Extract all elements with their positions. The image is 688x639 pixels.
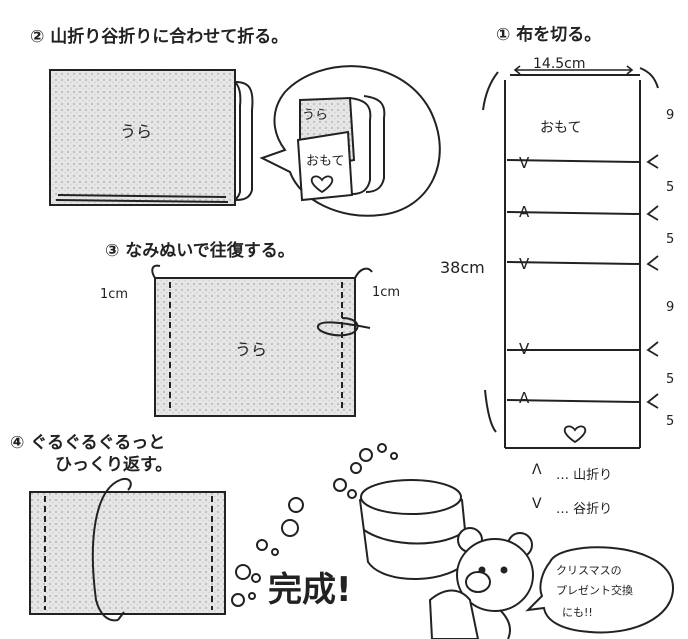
- bubble-line2: プレゼント交換: [556, 584, 633, 597]
- sewn-back-label: うら: [235, 340, 268, 359]
- segment-length: 5: [666, 232, 675, 247]
- fold-mark: A: [519, 203, 530, 221]
- heart-icon: [310, 175, 334, 194]
- legend-valley-symbol: V: [532, 496, 542, 512]
- zoom-circle: [259, 65, 441, 217]
- fold-mark: V: [519, 255, 530, 273]
- step1-title: ① 布を切る。: [496, 25, 602, 45]
- completed-title: 完成!: [268, 570, 352, 610]
- segment-length: 5: [666, 180, 675, 195]
- fold-lines: [506, 159, 641, 403]
- rolled-towel-drawing: [358, 479, 470, 580]
- speech-bubble: [525, 546, 675, 634]
- segment-length: 5: [666, 372, 675, 387]
- segment-length: 9: [666, 108, 675, 123]
- fabric-back-label: うら: [120, 122, 153, 141]
- bubbles: [231, 443, 398, 607]
- legend-mountain-text: … 山折り: [556, 468, 613, 483]
- fabric-height-label: 38cm: [440, 258, 485, 277]
- segment-length: 9: [666, 300, 675, 315]
- step4-title-line2: ひっくり返す。: [55, 455, 173, 475]
- seam-allowance-right: 1cm: [372, 285, 401, 300]
- fabric-face-label: おもて: [540, 120, 582, 136]
- heart-icon: [563, 425, 587, 444]
- step2-title: ② 山折り谷折りに合わせて折る。: [30, 27, 289, 47]
- folded-fabric-drawing: [49, 69, 254, 206]
- fold-mark: A: [519, 389, 530, 407]
- tube-fabric-drawing: [29, 478, 226, 622]
- side-notches: [646, 154, 659, 409]
- step3-title: ③ なみぬいで往復する。: [105, 241, 295, 261]
- fabric-width-label: 14.5cm: [533, 56, 586, 72]
- width-arrow: [513, 65, 634, 75]
- seam-allowance-left: 1cm: [100, 287, 129, 302]
- segment-length: 5: [666, 414, 675, 429]
- step4-title-line1: ④ ぐるぐるぐるっと: [10, 433, 166, 453]
- fold-mark: V: [519, 340, 530, 358]
- legend-mountain-symbol: Λ: [532, 462, 542, 478]
- zoom-back-label: うら: [302, 108, 329, 123]
- bear-character: [428, 527, 534, 639]
- bubble-line1: クリスマスの: [556, 564, 622, 577]
- legend-valley-text: … 谷折り: [556, 502, 613, 517]
- bubble-line3: にも!!: [562, 606, 593, 619]
- sewn-fabric-drawing: [151, 264, 373, 417]
- fold-mark: V: [519, 154, 530, 172]
- zoom-front-label: おもて: [306, 154, 345, 169]
